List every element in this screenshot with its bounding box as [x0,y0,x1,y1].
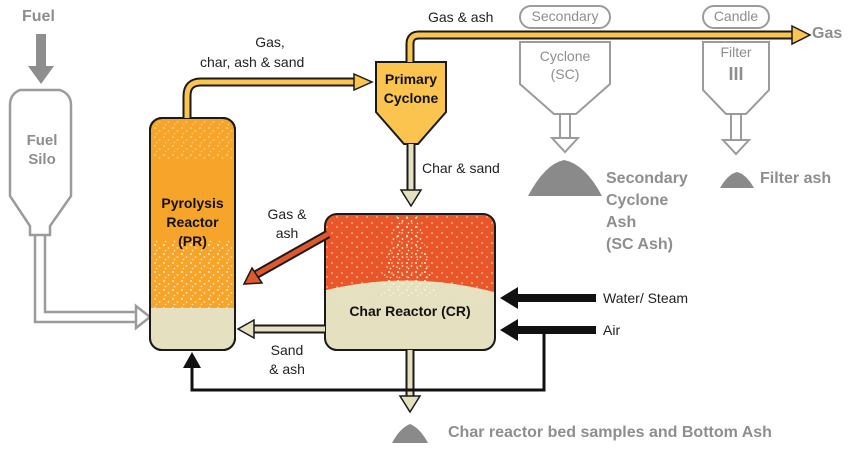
bottom-ash-label: Char reactor bed samples and Bottom Ash [448,424,772,441]
secondary-label: Secondary [531,8,599,24]
gas-out-label: Gas [812,25,843,42]
fuel-label: Fuel [22,8,55,25]
fuel-silo [8,88,73,237]
riser-pipe [182,72,374,118]
pyrolysis-label-line1: Pyrolysis [161,195,224,211]
sc-ash-label-line2: Cyclone [606,192,669,209]
candle-filter-label: Filter [720,44,752,60]
silo-feed-arrowhead [134,303,153,331]
primary-cyclone [375,61,447,145]
secondary-ash-pile [528,160,602,196]
fuel-arrow [28,34,54,84]
gas-char-ash-sand-line2: char, ash & sand [200,54,305,70]
gas-ash-top-label: Gas & ash [428,9,494,25]
sand-ash-return-arrow [236,318,325,340]
char-sand-label: Char & sand [422,160,500,176]
sc-ash-label-line1: Secondary [606,170,688,187]
char-reactor-label: Char Reactor (CR) [349,303,471,319]
pyrolysis-reactor [149,117,236,351]
char-sand-downcomer [399,144,423,208]
filter-ash-pile [720,172,754,188]
water-steam-arrow [500,287,596,309]
sc-ash-label-line3: Ash [606,214,637,231]
gas-line-top [405,24,812,62]
sand-ash-line1: Sand [270,342,304,358]
silo-feed-pipe [33,235,138,324]
char-reactor [324,213,496,351]
pyrolysis-label-line2: Reactor [166,214,219,230]
air-return-arrowhead [183,352,201,368]
sand-ash-line2: & ash [269,361,305,377]
bottom-ash-outlet [398,350,422,414]
secondary-cyclone-label-line2: (SC) [550,66,580,82]
fuel-silo-label-line1: Fuel [26,132,58,149]
candle-filter [702,5,770,156]
candle-label: Candle [713,8,759,24]
sc-ash-label-line4: (SC Ash) [606,236,673,253]
secondary-cyclone-label-line1: Cyclone [539,48,591,64]
air-label: Air [603,322,621,338]
air-arrow [500,319,596,341]
gas-char-ash-sand-line1: Gas, [255,34,285,50]
primary-cyclone-label-line2: Cyclone [383,90,439,106]
secondary-cyclone [519,5,611,154]
water-steam-label: Water/ Steam [603,290,689,306]
gas-ash-recycle-line2: ash [275,225,299,241]
bottom-ash-pile [392,424,428,443]
primary-cyclone-label-line1: Primary [384,71,438,87]
pyrolysis-label-line3: (PR) [178,233,207,249]
air-return-line [190,330,546,392]
gas-ash-recycle-arrow [242,230,331,285]
filter-mark: III [728,64,744,84]
gas-ash-recycle-line1: Gas & [267,206,307,222]
fuel-silo-label-line2: Silo [28,151,56,168]
filter-ash-label: Filter ash [760,170,832,187]
